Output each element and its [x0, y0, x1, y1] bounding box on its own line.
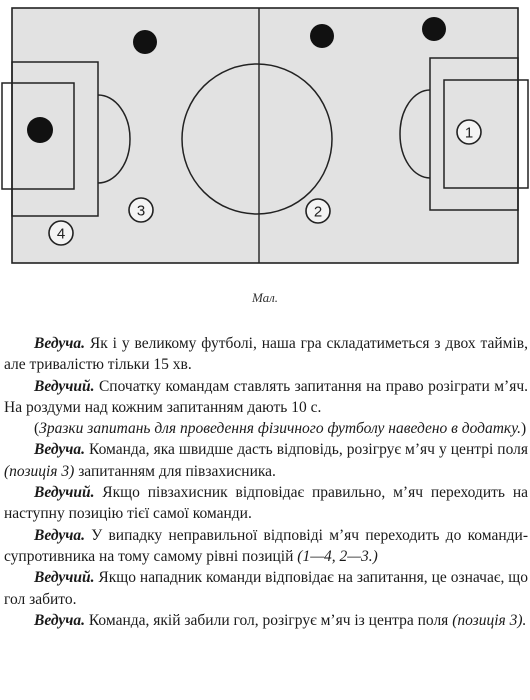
- paragraph-text: Якщо півзахисник відповідає правильно, м…: [4, 484, 528, 523]
- paragraph-italic: (позиція 3).: [452, 611, 527, 629]
- svg-text:1: 1: [465, 125, 473, 142]
- left-penalty-area: [11, 61, 99, 217]
- player-dot: [310, 24, 334, 48]
- paragraph-7: Ведуча. Команда, якій забили гол, розігр…: [4, 610, 528, 631]
- paragraph-text: Команда, яка швидше дасть відповідь, роз…: [84, 441, 528, 459]
- position-marker-1: 1: [456, 119, 482, 145]
- football-field: 1 2 3 4: [0, 0, 530, 285]
- paragraph-note: (Зразки запитань для проведення фізичног…: [4, 418, 528, 439]
- dialogue-text: Ведуча. Як і у великому футболі, наша гр…: [4, 333, 528, 631]
- speaker-label: Ведуча.: [34, 611, 85, 629]
- figure-caption: Мал.: [251, 290, 279, 305]
- football-field-figure: 1 2 3 4: [0, 0, 530, 285]
- left-goal-area: [1, 82, 75, 190]
- speaker-label: Ведучий.: [34, 569, 95, 587]
- note-close: ): [520, 420, 527, 438]
- svg-text:4: 4: [57, 226, 65, 243]
- paragraph-text: Команда, якій забили гол, розігрує м’яч …: [84, 611, 453, 629]
- paragraph-2: Ведучий. Спочатку командам ставлять запи…: [4, 376, 528, 419]
- center-circle: [181, 63, 333, 215]
- position-marker-3: 3: [128, 197, 154, 223]
- goalkeeper-dot: [27, 117, 53, 143]
- player-dot: [133, 30, 157, 54]
- svg-text:3: 3: [137, 203, 145, 220]
- speaker-label: Ведучий.: [34, 377, 95, 395]
- paragraph-text: запитанням для півзахисника.: [74, 462, 276, 480]
- right-penalty-area: [429, 57, 519, 211]
- paragraph-text: Як і у великому футболі, наша гра склада…: [4, 335, 528, 374]
- paragraph-text: Якщо нападник команди відповідає на запи…: [4, 569, 528, 608]
- speaker-label: Ведуча.: [34, 526, 85, 544]
- paragraph-italic: (позиція 3): [4, 462, 75, 480]
- player-dot: [422, 17, 446, 41]
- right-penalty-arc: [399, 89, 431, 179]
- position-marker-2: 2: [305, 198, 331, 224]
- field-boundary: [11, 7, 519, 264]
- paragraph-5: Ведуча. У випадку неправильної відповіді…: [4, 525, 528, 568]
- position-marker-4: 4: [48, 220, 74, 246]
- paragraph-italic: (1—4, 2—3.): [297, 547, 378, 565]
- paragraph-1: Ведуча. Як і у великому футболі, наша гр…: [4, 333, 528, 376]
- note-open: (: [34, 420, 40, 438]
- speaker-label: Ведуча.: [34, 441, 85, 459]
- paragraph-3: Ведуча. Команда, яка швидше дасть відпов…: [4, 439, 528, 482]
- paragraph-text: Спочатку командам ставлять запитання на …: [4, 377, 528, 416]
- speaker-label: Ведучий.: [34, 484, 95, 502]
- note-text: Зразки запитань для проведення фізичного…: [39, 420, 521, 438]
- svg-text:2: 2: [314, 204, 322, 221]
- paragraph-text: У випадку неправильної відповіді м’яч пе…: [4, 526, 528, 565]
- right-goal-area: [443, 79, 529, 189]
- speaker-label: Ведуча.: [34, 335, 85, 352]
- paragraph-6: Ведучий. Якщо нападник команди відповіда…: [4, 567, 528, 610]
- left-penalty-arc: [97, 94, 131, 184]
- paragraph-4: Ведучий. Якщо півзахисник відповідає пра…: [4, 482, 528, 525]
